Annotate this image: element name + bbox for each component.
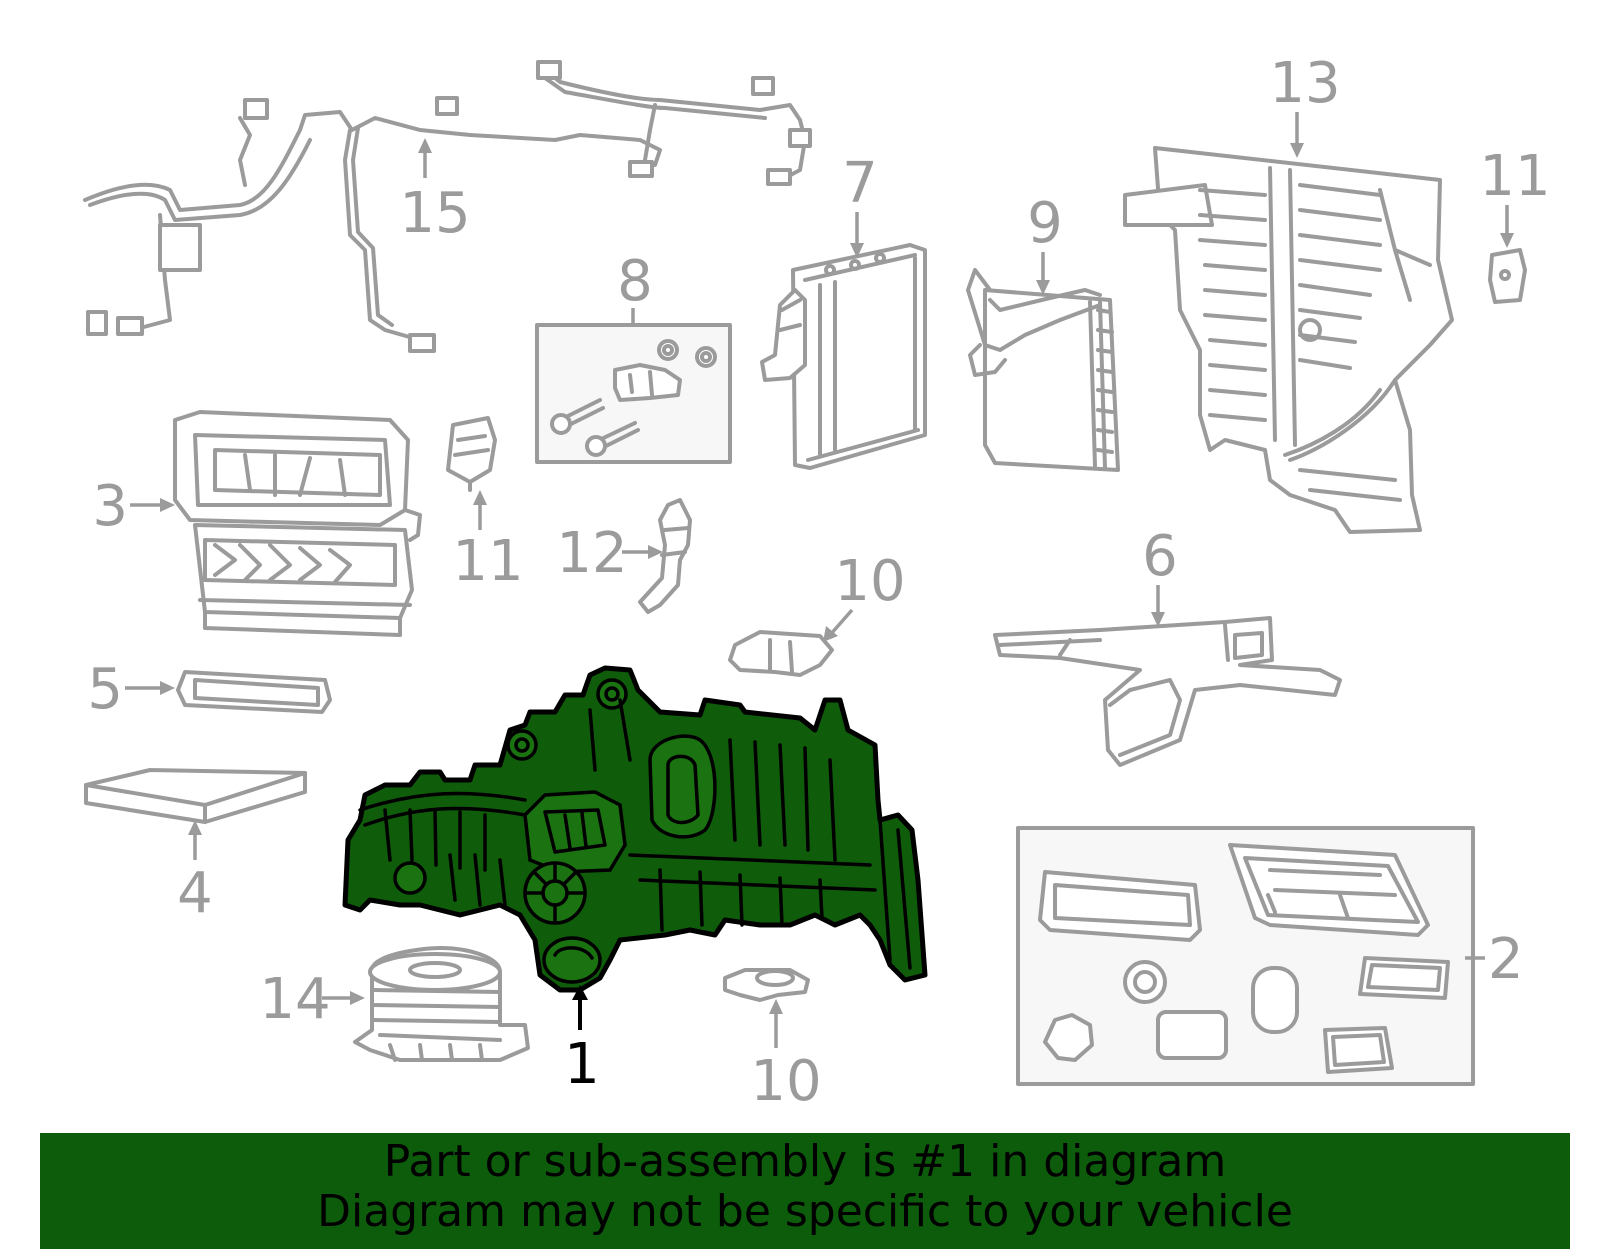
arrow-3-icon [160, 498, 175, 512]
part-11-clip-right[interactable] [1488, 248, 1527, 304]
part-15-wiring-harness[interactable] [83, 60, 812, 353]
callout-12: 12 [556, 521, 627, 586]
arrow-5-icon [160, 681, 175, 695]
arrow-4-icon [188, 820, 202, 835]
arrow-9-icon [1036, 280, 1050, 295]
part-14-blower-motor[interactable] [353, 946, 530, 1062]
callout-14: 14 [259, 967, 330, 1032]
arrow-1-icon [572, 985, 588, 1000]
leader-lines [125, 112, 1514, 1048]
part-5-filter-door[interactable] [176, 670, 332, 714]
callout-3: 3 [92, 474, 128, 539]
part-4-cabin-filter[interactable] [84, 768, 307, 824]
arrow-10a-icon [823, 626, 838, 642]
arrow-10b-icon [769, 999, 783, 1014]
callout-7: 7 [842, 151, 878, 216]
callout-labels: 1 2 3 4 5 6 7 8 9 10 10 11 11 12 13 14 1… [87, 51, 1550, 1114]
part-13-distribution-housing[interactable] [1123, 146, 1454, 534]
callout-2: 2 [1488, 927, 1524, 992]
arrow-14-icon [350, 991, 365, 1005]
callout-11-right: 11 [1479, 144, 1550, 209]
arrow-6-icon [1151, 612, 1165, 627]
part-10-actuator-upper[interactable] [728, 630, 834, 677]
banner-disclaimer: Diagram may not be specific to your vehi… [317, 1186, 1293, 1237]
part-10-actuator-lower[interactable] [723, 968, 810, 1002]
callout-10-upper: 10 [834, 549, 905, 614]
callout-9: 9 [1027, 191, 1063, 256]
arrow-11b-icon [1500, 233, 1514, 248]
arrow-11a-icon [473, 490, 487, 505]
arrow-7-icon [850, 243, 864, 258]
arrow-13-icon [1290, 143, 1304, 158]
callout-1: 1 [564, 1032, 600, 1097]
part-8-fastener-kit[interactable] [535, 323, 732, 464]
callout-10-lower: 10 [750, 1049, 821, 1114]
arrow-15-icon [418, 138, 432, 153]
arrow-12-icon [648, 545, 663, 559]
callout-5: 5 [87, 657, 123, 722]
part-11-clip-left[interactable] [446, 416, 497, 492]
part-12-sensor[interactable] [638, 498, 692, 614]
callout-8: 8 [617, 249, 653, 314]
banner-part-note: Part or sub-assembly is #1 in diagram [383, 1136, 1227, 1187]
callout-4: 4 [177, 861, 213, 926]
part-2-seal-kit[interactable] [1016, 826, 1475, 1086]
part-3-blower-housing[interactable] [173, 410, 422, 637]
part-1-hvac-housing[interactable] [342, 665, 928, 993]
part-9-evaporator[interactable] [966, 268, 1120, 472]
part-7-heater-core[interactable] [760, 243, 927, 470]
callout-6: 6 [1142, 524, 1178, 589]
info-banner: Part or sub-assembly is #1 in diagram Di… [40, 1133, 1570, 1249]
callout-13: 13 [1269, 51, 1340, 116]
part-6-duct[interactable] [993, 616, 1342, 767]
callout-11-left: 11 [452, 529, 523, 594]
callout-15: 15 [399, 181, 470, 246]
